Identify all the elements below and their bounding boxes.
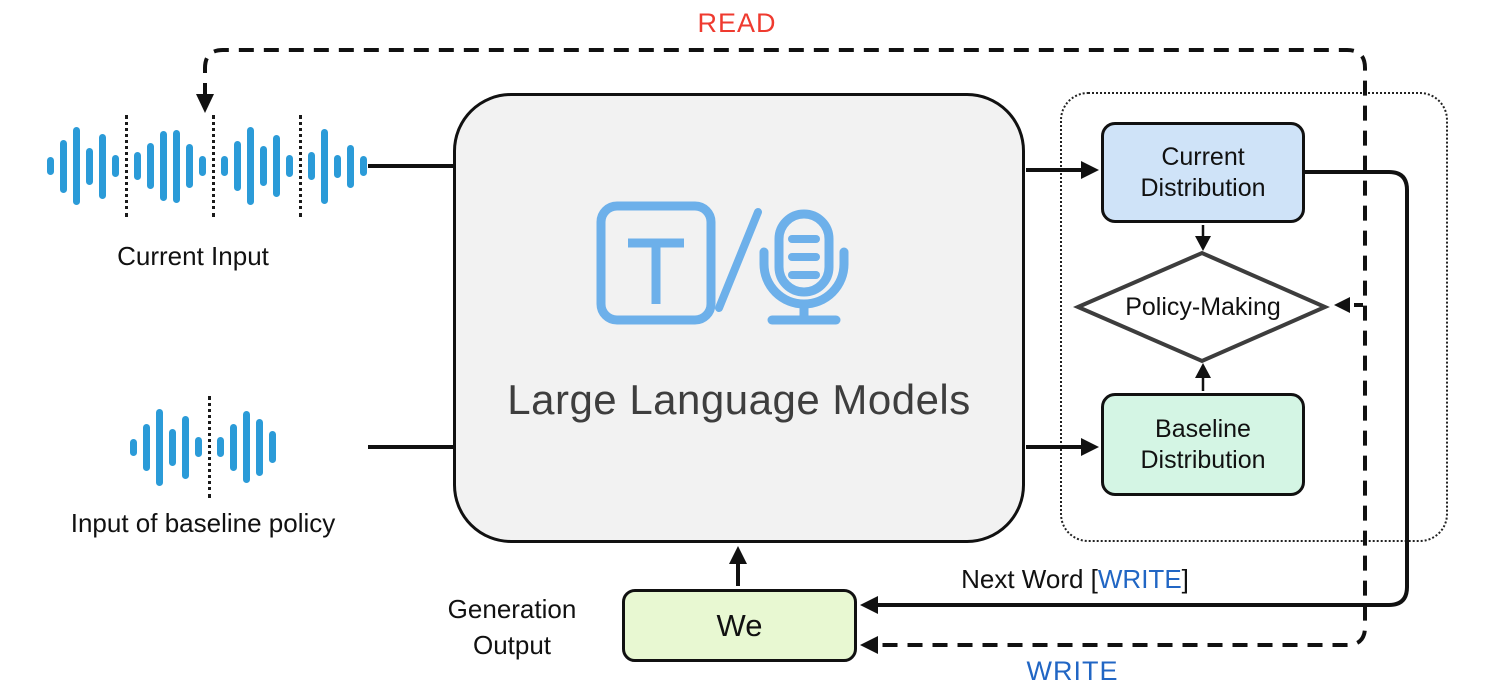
segment-separator [212,115,215,217]
baseline-distribution-line2: Distribution [1140,445,1266,474]
waveform-bar [360,156,367,176]
segment-separator [208,396,211,498]
waveform-bar [273,135,280,197]
waveform-bar [347,144,354,188]
waveform-bar [186,144,193,188]
segment-separator [125,115,128,217]
waveform-bar [256,418,263,476]
waveform-bar [147,143,154,189]
we-to-llm-arrowhead [729,546,747,564]
baseline-input-label: Input of baseline policy [70,508,336,538]
waveform-bar [269,431,276,463]
microphone-icon [759,209,849,325]
generation-output-label-line2: Output [472,629,552,660]
read-action-label: READ [697,8,777,38]
waveform-bar [195,437,202,457]
waveform-bar [112,155,119,177]
waveform-bar [169,428,176,466]
current-input-waveform [47,115,367,217]
baseline-distribution-line1: Baseline [1155,415,1251,443]
baseline-distribution-node: Baseline Distribution [1101,393,1305,496]
generation-output-label: Generation Output [412,592,612,664]
waveform-bar [47,157,54,175]
write-action-label: WRITE [1026,656,1119,686]
waveform-bar [221,156,228,176]
modality-icons [596,201,849,325]
waveform-bar [308,152,315,180]
policy-making-label: Policy-Making [1125,293,1281,321]
next-word-suffix: ] [1181,564,1189,594]
waveform-bar [321,128,328,204]
text-icon [596,201,716,325]
read-arrowhead [196,94,214,113]
waveform-bar [230,423,237,471]
waveform-bar [234,141,241,191]
segment-separator [299,115,302,217]
waveform-bar [260,146,267,186]
waveform-bar [247,127,254,205]
current-distribution-line2: Distribution [1140,173,1266,202]
llm-node: Large Language Models [453,93,1025,543]
next-word-write-tag: WRITE [1097,564,1182,594]
next-word-label: Next Word [WRITE] [935,564,1215,595]
waveform-bar [86,147,93,185]
current-distribution-line1: Current [1161,143,1245,171]
waveform-bar [73,127,80,205]
waveform-bar [334,154,341,178]
waveform-bar [243,411,250,483]
generation-output-node: We [622,589,857,662]
waveform-bar [143,423,150,471]
slash-icon [715,208,762,312]
current-distribution-node: Current Distribution [1101,122,1305,223]
waveform-bar [199,156,206,176]
current-input-label: Current Input [117,241,269,271]
generation-output-label-line1: Generation [447,594,577,624]
waveform-bar [99,133,106,199]
waveform-bar [60,139,67,193]
llm-title: Large Language Models [507,376,971,423]
waveform-bar [156,408,163,486]
waveform-bar [160,131,167,201]
waveform-bar [134,152,141,180]
waveform-bar [217,437,224,457]
write-arrowhead [860,636,878,654]
generated-word: We [716,607,763,643]
waveform-bar [182,415,189,479]
baseline-input-waveform [130,396,276,498]
waveform-bar [173,129,180,203]
next-word-arrowhead [860,596,878,614]
waveform-bar [130,438,137,456]
next-word-prefix: Next Word [ [961,564,1098,594]
waveform-bar [286,155,293,177]
